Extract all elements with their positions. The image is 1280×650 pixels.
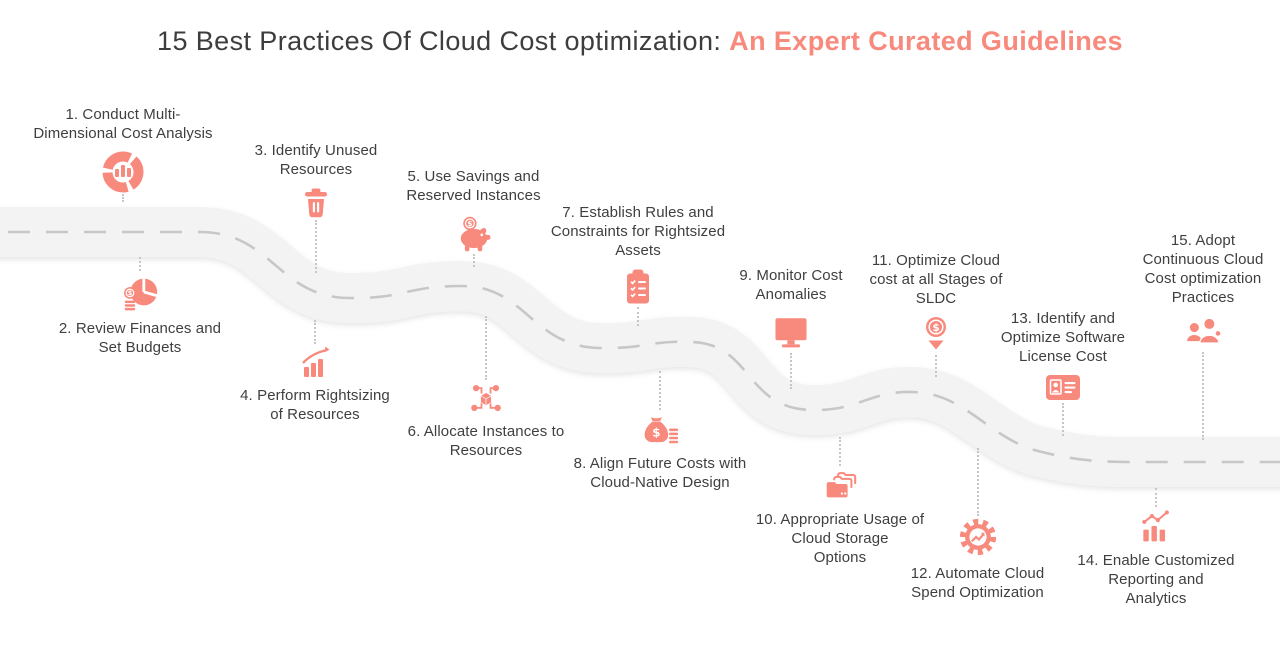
- connector-line: [839, 437, 841, 466]
- practice-label: 15. Adopt Continuous Cloud Cost optimiza…: [1142, 232, 1264, 306]
- clipboard-checklist-icon: [618, 267, 658, 307]
- road-center-dashes: [0, 230, 1280, 464]
- practice-item-14: 14. Enable Customized Reporting and Anal…: [1061, 488, 1251, 608]
- practice-label: 3. Identify Unused Resources: [254, 142, 378, 178]
- monitor-icon: [770, 311, 812, 353]
- connector-line: [1062, 403, 1064, 436]
- connector-line: [637, 307, 639, 326]
- connector-line: [976, 448, 979, 516]
- practice-label: 4. Perform Rightsizing of Resources: [240, 387, 390, 423]
- practice-label: 1. Conduct Multi- Dimensional Cost Analy…: [33, 106, 213, 142]
- donut-chart-icon: [101, 150, 145, 194]
- practice-item-3: 3. Identify Unused Resources: [231, 141, 401, 273]
- growth-chart-icon: [297, 344, 333, 380]
- practice-item-7: 7. Establish Rules and Constraints for R…: [538, 203, 738, 326]
- practice-item-1: 1. Conduct Multi- Dimensional Cost Analy…: [18, 105, 228, 202]
- practice-item-10: 10. Appropriate Usage of Cloud Storage O…: [745, 437, 935, 567]
- folders-stack-icon: [821, 466, 859, 504]
- practice-item-11: 11. Optimize Cloud cost at all Stages of…: [856, 251, 1016, 377]
- practice-item-13: 13. Identify and Optimize Software Licen…: [983, 309, 1143, 436]
- practice-item-8: $ 8. Align Future Costs with Cloud-Nativ…: [560, 371, 760, 492]
- connector-line: [790, 353, 792, 389]
- practice-label: 11. Optimize Cloud cost at all Stages of…: [869, 252, 1003, 307]
- practice-label: 7. Establish Rules and Constraints for R…: [550, 204, 726, 259]
- license-card-icon: [1044, 373, 1082, 403]
- practice-label: 10. Appropriate Usage of Cloud Storage O…: [755, 511, 925, 566]
- title-accent: An Expert Curated Guidelines: [729, 26, 1123, 56]
- practice-label: 2. Review Finances and Set Budgets: [58, 320, 222, 356]
- title-main: 15 Best Practices Of Cloud Cost optimiza…: [157, 26, 730, 56]
- connector-line: [935, 355, 937, 377]
- practice-label: 6. Allocate Instances to Resources: [407, 423, 565, 459]
- practice-label: 12. Automate Cloud Spend Optimization: [910, 565, 1045, 601]
- connector-line: [1155, 488, 1157, 507]
- connector-line: [314, 320, 316, 344]
- connector-line: [315, 220, 317, 273]
- connector-line: [1202, 352, 1204, 440]
- svg-text:$: $: [652, 426, 660, 440]
- practice-item-4: 4. Perform Rightsizing of Resources: [225, 320, 405, 424]
- practice-item-5: 5. Use Savings and Reserved Instances $: [386, 167, 561, 267]
- analytics-bars-icon: [1137, 507, 1175, 545]
- practice-label: 13. Identify and Optimize Software Licen…: [1000, 310, 1126, 365]
- practice-item-2: $ 2. Review Finances and Set Budgets: [40, 257, 240, 357]
- practice-label: 14. Enable Customized Reporting and Anal…: [1077, 552, 1235, 607]
- trash-icon: [299, 186, 333, 220]
- practice-label: 9. Monitor Cost Anomalies: [739, 267, 843, 303]
- connector-line: [122, 194, 124, 202]
- team-people-icon: [1183, 314, 1223, 352]
- connector-line: [472, 254, 475, 267]
- pie-chart-coins-icon: $: [119, 271, 161, 313]
- practice-label: 5. Use Savings and Reserved Instances: [406, 168, 541, 204]
- svg-text:$: $: [128, 290, 132, 297]
- connector-line: [659, 371, 661, 410]
- practice-item-12: 12. Automate Cloud Spend Optimization: [890, 448, 1065, 602]
- cube-network-icon: [468, 380, 504, 416]
- svg-text:$: $: [932, 322, 939, 334]
- connector-line: [139, 257, 141, 271]
- page-title: 15 Best Practices Of Cloud Cost optimiza…: [0, 26, 1280, 57]
- practice-label: 8. Align Future Costs with Cloud-Native …: [573, 455, 747, 491]
- gear-automation-icon: [957, 516, 999, 558]
- connector-line: [485, 316, 487, 380]
- practice-item-9: 9. Monitor Cost Anomalies: [716, 266, 866, 389]
- piggy-bank-icon: $: [453, 212, 495, 254]
- practice-item-6: 6. Allocate Instances to Resources: [391, 316, 581, 460]
- practice-item-15: 15. Adopt Continuous Cloud Cost optimiza…: [1128, 231, 1278, 440]
- svg-text:$: $: [467, 219, 472, 228]
- money-bag-icon: $: [641, 410, 679, 448]
- dollar-down-arrow-icon: $: [917, 315, 955, 355]
